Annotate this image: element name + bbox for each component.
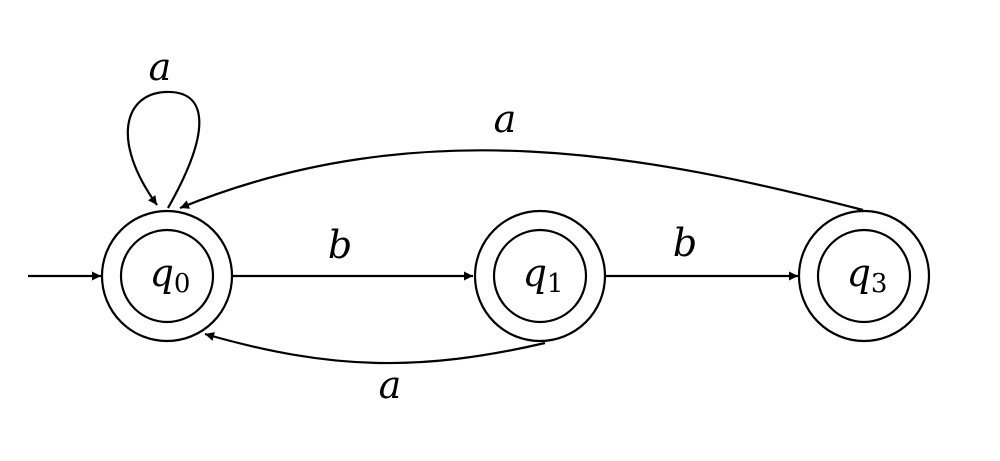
transition-q1-q3-label: b (673, 221, 697, 265)
transition-q1-q0-label: a (379, 363, 402, 407)
transition-q0-q0: a (126, 45, 201, 209)
state-q1-label: q1 (523, 251, 564, 299)
transition-q3-q0: a (179, 97, 864, 212)
transition-q3-q0-path (179, 149, 864, 212)
transition-q0-q0-label: a (149, 45, 172, 89)
state-q0: q0 (100, 209, 234, 343)
state-q1: q1 (473, 209, 607, 343)
transition-q0-q0-path (126, 90, 201, 209)
state-q3: q3 (797, 209, 931, 343)
state-q0-label: q0 (150, 251, 191, 299)
state-q0-inner-ring (119, 228, 215, 324)
state-q1-inner-ring (492, 228, 588, 324)
transition-q1-q0: a (204, 332, 546, 407)
state-q3-label: q3 (847, 251, 888, 299)
state-q3-inner-ring (816, 228, 912, 324)
transition-q1-q0-path (204, 332, 546, 365)
transition-q3-q0-label: a (494, 97, 517, 141)
transition-q0-q1: b (233, 223, 473, 281)
transition-q1-q3: b (606, 221, 798, 281)
transition-q0-q1-label: b (328, 223, 352, 267)
